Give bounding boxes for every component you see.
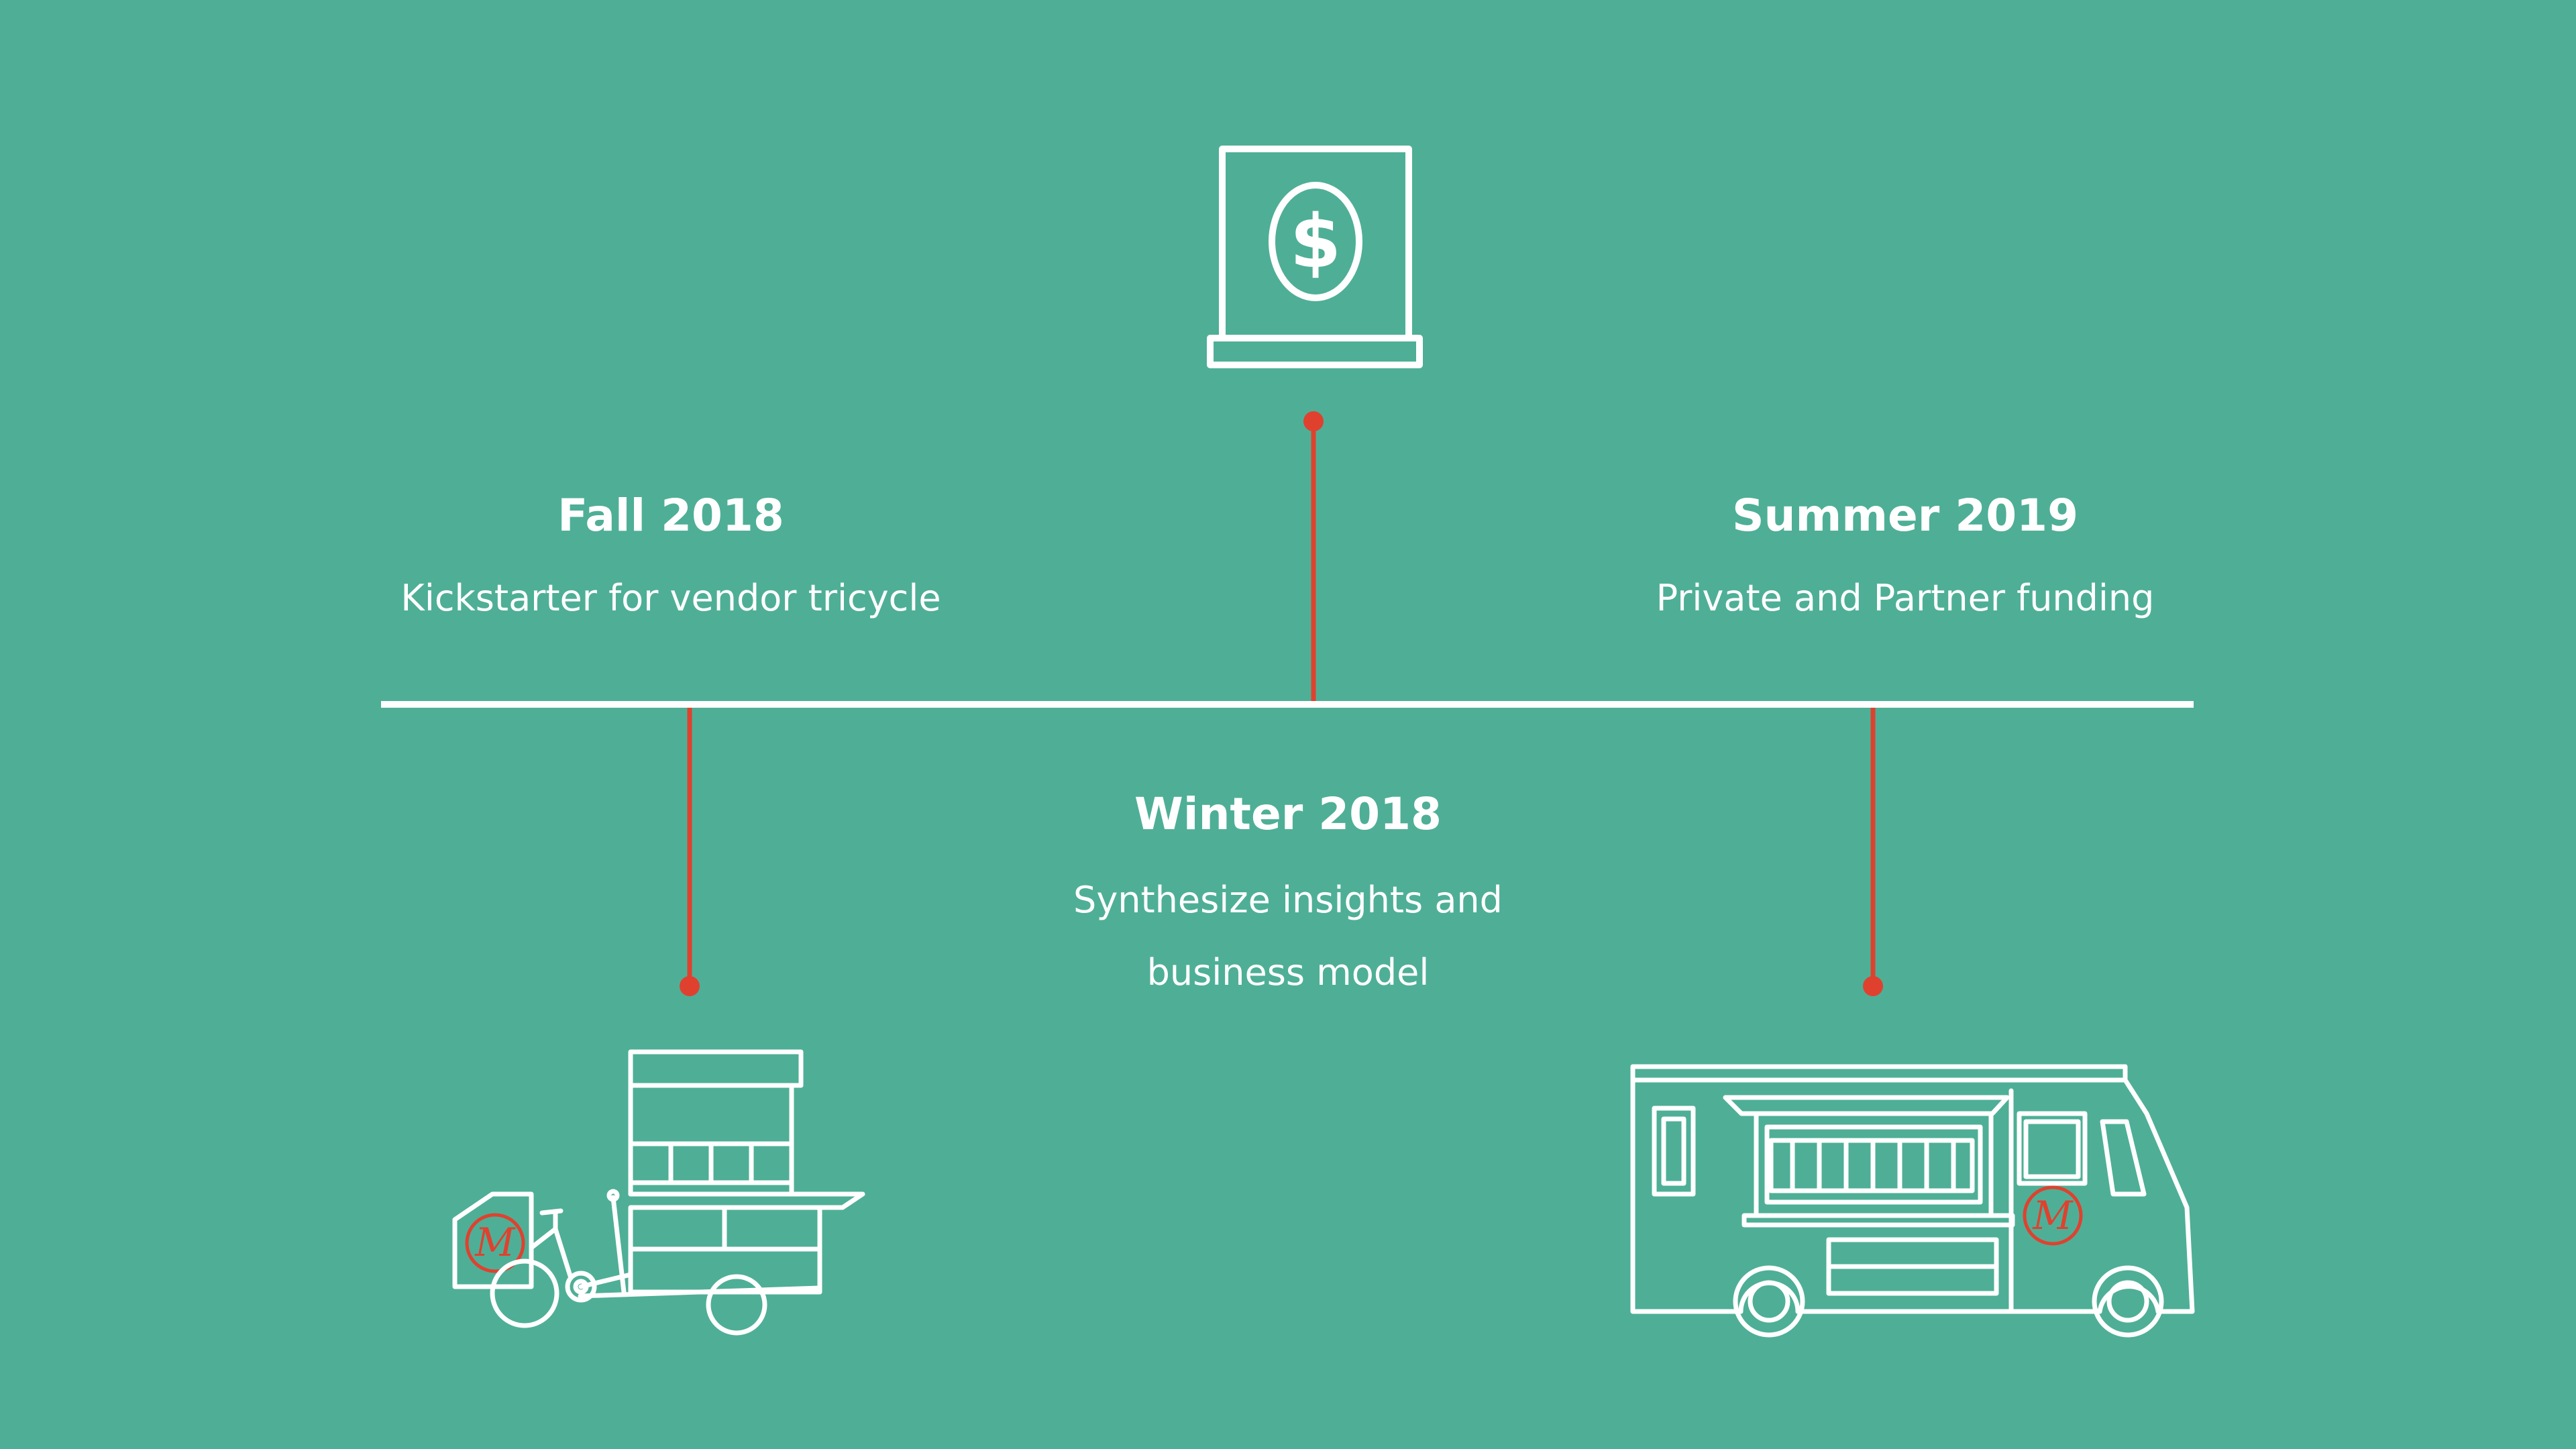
summer-connector: [1863, 708, 1883, 996]
fall-connector: [680, 708, 700, 996]
food-truck-icon: M: [1630, 1064, 2195, 1338]
winter-title: Winter 2018: [1134, 788, 1442, 840]
winter-description-line1: Synthesize insights and: [1073, 879, 1503, 921]
fall-title: Fall 2018: [557, 490, 784, 541]
svg-text:M: M: [2032, 1193, 2074, 1238]
svg-text:$: $: [1290, 199, 1342, 284]
winter-connector: [1303, 411, 1324, 701]
winter-description-line2: business model: [1146, 951, 1430, 994]
laptop-dollar-icon: $: [1207, 146, 1423, 368]
svg-text:M: M: [474, 1220, 516, 1265]
summer-description: Private and Partner funding: [1656, 577, 2155, 619]
summer-title: Summer 2019: [1731, 490, 2079, 541]
fall-description: Kickstarter for vendor tricycle: [400, 577, 941, 619]
vendor-tricycle-icon: M: [452, 1049, 865, 1336]
